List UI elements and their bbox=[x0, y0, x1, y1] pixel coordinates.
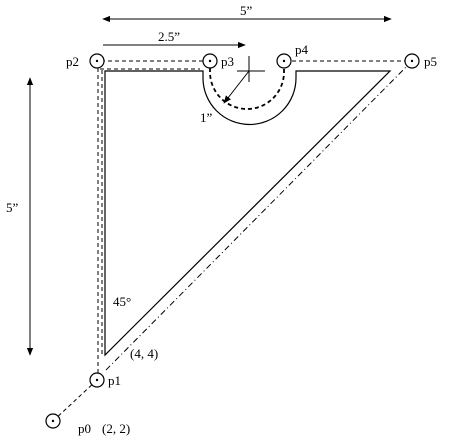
label-p3: p3 bbox=[221, 54, 234, 69]
label-p1: p1 bbox=[108, 373, 121, 388]
point-p2 bbox=[89, 53, 105, 69]
arc-radius-arrow bbox=[223, 70, 250, 104]
left-height-label: 5” bbox=[6, 200, 19, 215]
point-p4 bbox=[276, 53, 292, 69]
lead-in-path bbox=[52, 380, 97, 422]
label-p0-coords: (2, 2) bbox=[102, 421, 130, 436]
angle-label: 45° bbox=[113, 294, 131, 309]
point-p5 bbox=[404, 53, 420, 69]
label-p0: p0 bbox=[78, 421, 91, 436]
tool-path-diagonal bbox=[103, 60, 413, 373]
label-p2: p2 bbox=[66, 54, 79, 69]
label-p5: p5 bbox=[424, 54, 437, 69]
tool-path-left-top bbox=[97, 60, 210, 380]
half-width-label: 2.5” bbox=[158, 29, 180, 44]
label-p4: p4 bbox=[295, 42, 309, 57]
top-width-label: 5” bbox=[240, 3, 253, 18]
part-outline bbox=[104, 70, 392, 357]
point-p0 bbox=[45, 413, 61, 429]
corner-coordinate-label: (4, 4) bbox=[130, 346, 158, 361]
arc-radius-label: 1” bbox=[200, 110, 213, 125]
point-p1 bbox=[89, 372, 105, 388]
point-p3 bbox=[202, 53, 218, 69]
tool-path-arc bbox=[209, 61, 285, 110]
